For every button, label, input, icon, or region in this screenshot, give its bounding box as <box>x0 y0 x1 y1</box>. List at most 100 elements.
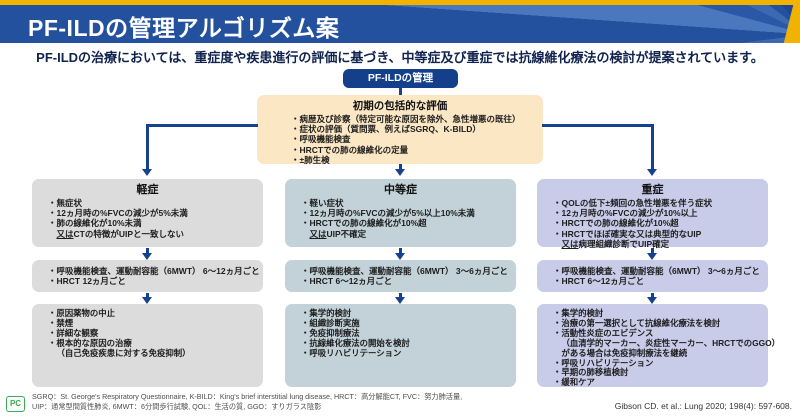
header-sunburst-decoration <box>0 5 800 43</box>
severe-severity-title: 重症 <box>641 184 664 196</box>
branch-line-left <box>146 124 258 127</box>
list-item: ・活動性炎症のエビデンス <box>553 327 654 338</box>
list-item: ・無症状 <box>48 198 83 208</box>
list-item: ・12ヵ月時の%FVCの減少が5%未満 <box>48 208 188 219</box>
header-bar: PF-ILDの管理アルゴリズム案 <box>0 5 800 43</box>
mild-monitoring-box: ・呼吸機能検査、運動耐容能（6MWT） 6～12ヵ月ごと・HRCT 12ヵ月ごと <box>32 260 263 292</box>
flow-arrow-stem <box>399 293 402 299</box>
page-title: PF-ILDの管理アルゴリズム案 <box>28 15 340 41</box>
initial-assessment-items: ・病歴及び診察（特定可能な原因を除外、急性増悪の既往）・症状の評価（質問票、例え… <box>257 114 543 165</box>
flow-arrow-stem <box>146 293 149 299</box>
flow-arrow-stem <box>146 248 149 254</box>
list-item: ・禁煙 <box>48 317 74 328</box>
list-item: ・免疫抑制療法 <box>301 327 360 338</box>
mild-management-items: ・原因薬物の中止・禁煙・詳細な観察・根本的な原因の治療（自己免疫疾患に対する免疫… <box>32 308 263 359</box>
list-item: ・緩和ケア <box>553 377 595 388</box>
company-logo: PC <box>6 396 25 412</box>
underlined-text: 又は <box>56 228 74 239</box>
connector-line <box>399 87 402 96</box>
list-item: ・集学的検討 <box>301 308 352 318</box>
list-item: ・呼吸機能検査 <box>291 134 351 145</box>
list-item: ・HRCT 6～12ヵ月ごと <box>301 276 393 287</box>
branch-drop-left <box>146 124 149 170</box>
list-item: ・抗線維化療法の開始を検討 <box>301 337 410 348</box>
list-item: ・呼吸機能検査、運動耐容能（6MWT） 3～6ヵ月ごと <box>301 266 508 276</box>
arrowhead-icon <box>142 297 152 304</box>
flow-arrow-stem <box>399 248 402 254</box>
list-item: ・病歴及び診察（特定可能な原因を除外、急性増悪の既往） <box>291 114 521 124</box>
moderate-monitoring-items: ・呼吸機能検査、運動耐容能（6MWT） 3～6ヵ月ごと・HRCT 6～12ヵ月ご… <box>285 266 516 286</box>
list-item: （血清学的マーカー、炎症性マーカー、HRCTでのGGO） <box>561 337 781 348</box>
list-item: ・症状の評価（質問票、例えばSGRQ、K-BILD） <box>291 124 481 135</box>
list-item: ・QOLの低下±頻回の急性増悪を伴う症状 <box>553 198 713 208</box>
list-item: ・集学的検討 <box>553 308 604 318</box>
list-item: ・詳細な観察 <box>48 327 99 338</box>
list-item: ・12ヵ月時の%FVCの減少が10%以上 <box>553 208 698 219</box>
flow-arrow-stem <box>651 248 654 254</box>
branch-line-right <box>542 124 654 127</box>
branch-drop-right <box>651 124 654 170</box>
list-item: 又は病理組織診断でUIP確定 <box>561 238 670 249</box>
list-item: ・±肺生検 <box>291 154 330 165</box>
list-item: ・原因薬物の中止 <box>48 308 115 318</box>
list-item: ・早期の肺移植検討 <box>553 367 629 378</box>
list-item: ・根本的な原因の治療 <box>48 337 132 348</box>
list-item: ・呼吸リハビリテーション <box>553 357 654 368</box>
abbreviation-line-1: SGRQ：St. George's Respiratory Questionna… <box>32 392 463 401</box>
arrowhead-icon <box>395 253 405 260</box>
root-node-pfild-management: PF-ILDの管理 <box>343 69 458 88</box>
list-item: がある場合は免疫抑制療法を継続 <box>561 347 688 358</box>
mild-severity-title: 軽症 <box>136 184 159 196</box>
initial-assessment-title: 初期の包括的な評価 <box>352 100 448 112</box>
moderate-criteria-box: 中等症 ・軽い症状・12ヵ月時の%FVCの減少が5%以上10%未満・HRCTでの… <box>285 179 516 247</box>
list-item: ・治療の第一選択として抗線維化療法を検討 <box>553 317 721 328</box>
list-item: ・12ヵ月時の%FVCの減少が5%以上10%未満 <box>301 208 475 219</box>
arrowhead-icon <box>142 169 152 176</box>
moderate-management-box: ・集学的検討・組織診断実施・免疫抑制療法・抗線維化療法の開始を検討・呼吸リハビリ… <box>285 304 516 387</box>
list-item: ・HRCTでの肺の線維化が10%超 <box>301 218 427 229</box>
moderate-severity-title: 中等症 <box>384 184 417 196</box>
mild-management-box: ・原因薬物の中止・禁煙・詳細な観察・根本的な原因の治療（自己免疫疾患に対する免疫… <box>32 304 263 387</box>
arrowhead-icon <box>647 253 657 260</box>
list-item: ・HRCT 6～12ヵ月ごと <box>553 276 645 287</box>
severe-criteria-box: 重症 ・QOLの低下±頻回の急性増悪を伴う症状・12ヵ月時の%FVCの減少が10… <box>537 179 768 249</box>
abbreviation-line-2: UIP：通常型間質性肺炎, 6MWT：6分間歩行試験, QOL：生活の質, GG… <box>32 401 322 411</box>
list-item: ・肺の線維化が10%未満 <box>48 218 142 229</box>
lead-sentence: PF-ILDの治療においては、重症度や疾患進行の評価に基づき、中等症及び重症では… <box>36 50 764 65</box>
branch-drop-mid <box>399 164 402 170</box>
moderate-monitoring-box: ・呼吸機能検査、運動耐容能（6MWT） 3～6ヵ月ごと・HRCT 6～12ヵ月ご… <box>285 260 516 292</box>
list-item: ・呼吸機能検査、運動耐容能（6MWT） 3～6ヵ月ごと <box>553 266 760 276</box>
reference-citation: Gibson CD. et al.: Lung 2020; 198(4): 59… <box>614 401 792 411</box>
list-item: ・HRCTでの肺の線維化の定量 <box>291 144 409 155</box>
list-item: ・呼吸機能検査、運動耐容能（6MWT） 6～12ヵ月ごと <box>48 266 260 276</box>
severe-criteria-items: ・QOLの低下±頻回の急性増悪を伴う症状・12ヵ月時の%FVCの減少が10%以上… <box>537 198 768 249</box>
list-item: ・軽い症状 <box>301 198 344 208</box>
flow-arrow-stem <box>651 293 654 299</box>
severe-management-items: ・集学的検討・治療の第一選択として抗線維化療法を検討・活動性炎症のエビデンス（血… <box>537 308 781 388</box>
list-item: ・HRCTでの肺の線維化が10%超 <box>553 218 679 229</box>
list-item: ・組織診断実施 <box>301 317 360 328</box>
list-item: ・HRCT 12ヵ月ごと <box>48 276 126 287</box>
header-top-accent-stripe <box>0 0 800 5</box>
underlined-text: 又は <box>309 228 327 239</box>
moderate-criteria-items: ・軽い症状・12ヵ月時の%FVCの減少が5%以上10%未満・HRCTでの肺の線維… <box>285 198 516 239</box>
severe-monitoring-box: ・呼吸機能検査、運動耐容能（6MWT） 3～6ヵ月ごと・HRCT 6～12ヵ月ご… <box>537 260 768 292</box>
list-item: 又はUIP不確定 <box>309 228 367 239</box>
mild-criteria-items: ・無症状・12ヵ月時の%FVCの減少が5%未満・肺の線維化が10%未満又はCTの… <box>32 198 263 239</box>
arrowhead-icon <box>142 253 152 260</box>
list-item: ・呼吸リハビリテーション <box>301 347 402 358</box>
list-item: ・HRCTでほぼ確実な又は典型的なUIP <box>553 228 702 239</box>
severe-management-box: ・集学的検討・治療の第一選択として抗線維化療法を検討・活動性炎症のエビデンス（血… <box>537 304 781 388</box>
moderate-management-items: ・集学的検討・組織診断実施・免疫抑制療法・抗線維化療法の開始を検討・呼吸リハビリ… <box>285 308 516 359</box>
list-item: （自己免疫疾患に対する免疫抑制） <box>56 347 191 358</box>
abbreviation-footnote: SGRQ：St. George's Respiratory Questionna… <box>32 392 462 411</box>
arrowhead-icon <box>647 169 657 176</box>
mild-criteria-box: 軽症 ・無症状・12ヵ月時の%FVCの減少が5%未満・肺の線維化が10%未満又は… <box>32 179 263 247</box>
arrowhead-icon <box>395 169 405 176</box>
list-item: 又はCTの特徴がUIPと一致しない <box>56 228 185 239</box>
underlined-text: 又は <box>561 238 579 249</box>
arrowhead-icon <box>647 297 657 304</box>
arrowhead-icon <box>395 297 405 304</box>
mild-monitoring-items: ・呼吸機能検査、運動耐容能（6MWT） 6～12ヵ月ごと・HRCT 12ヵ月ごと <box>32 266 263 286</box>
